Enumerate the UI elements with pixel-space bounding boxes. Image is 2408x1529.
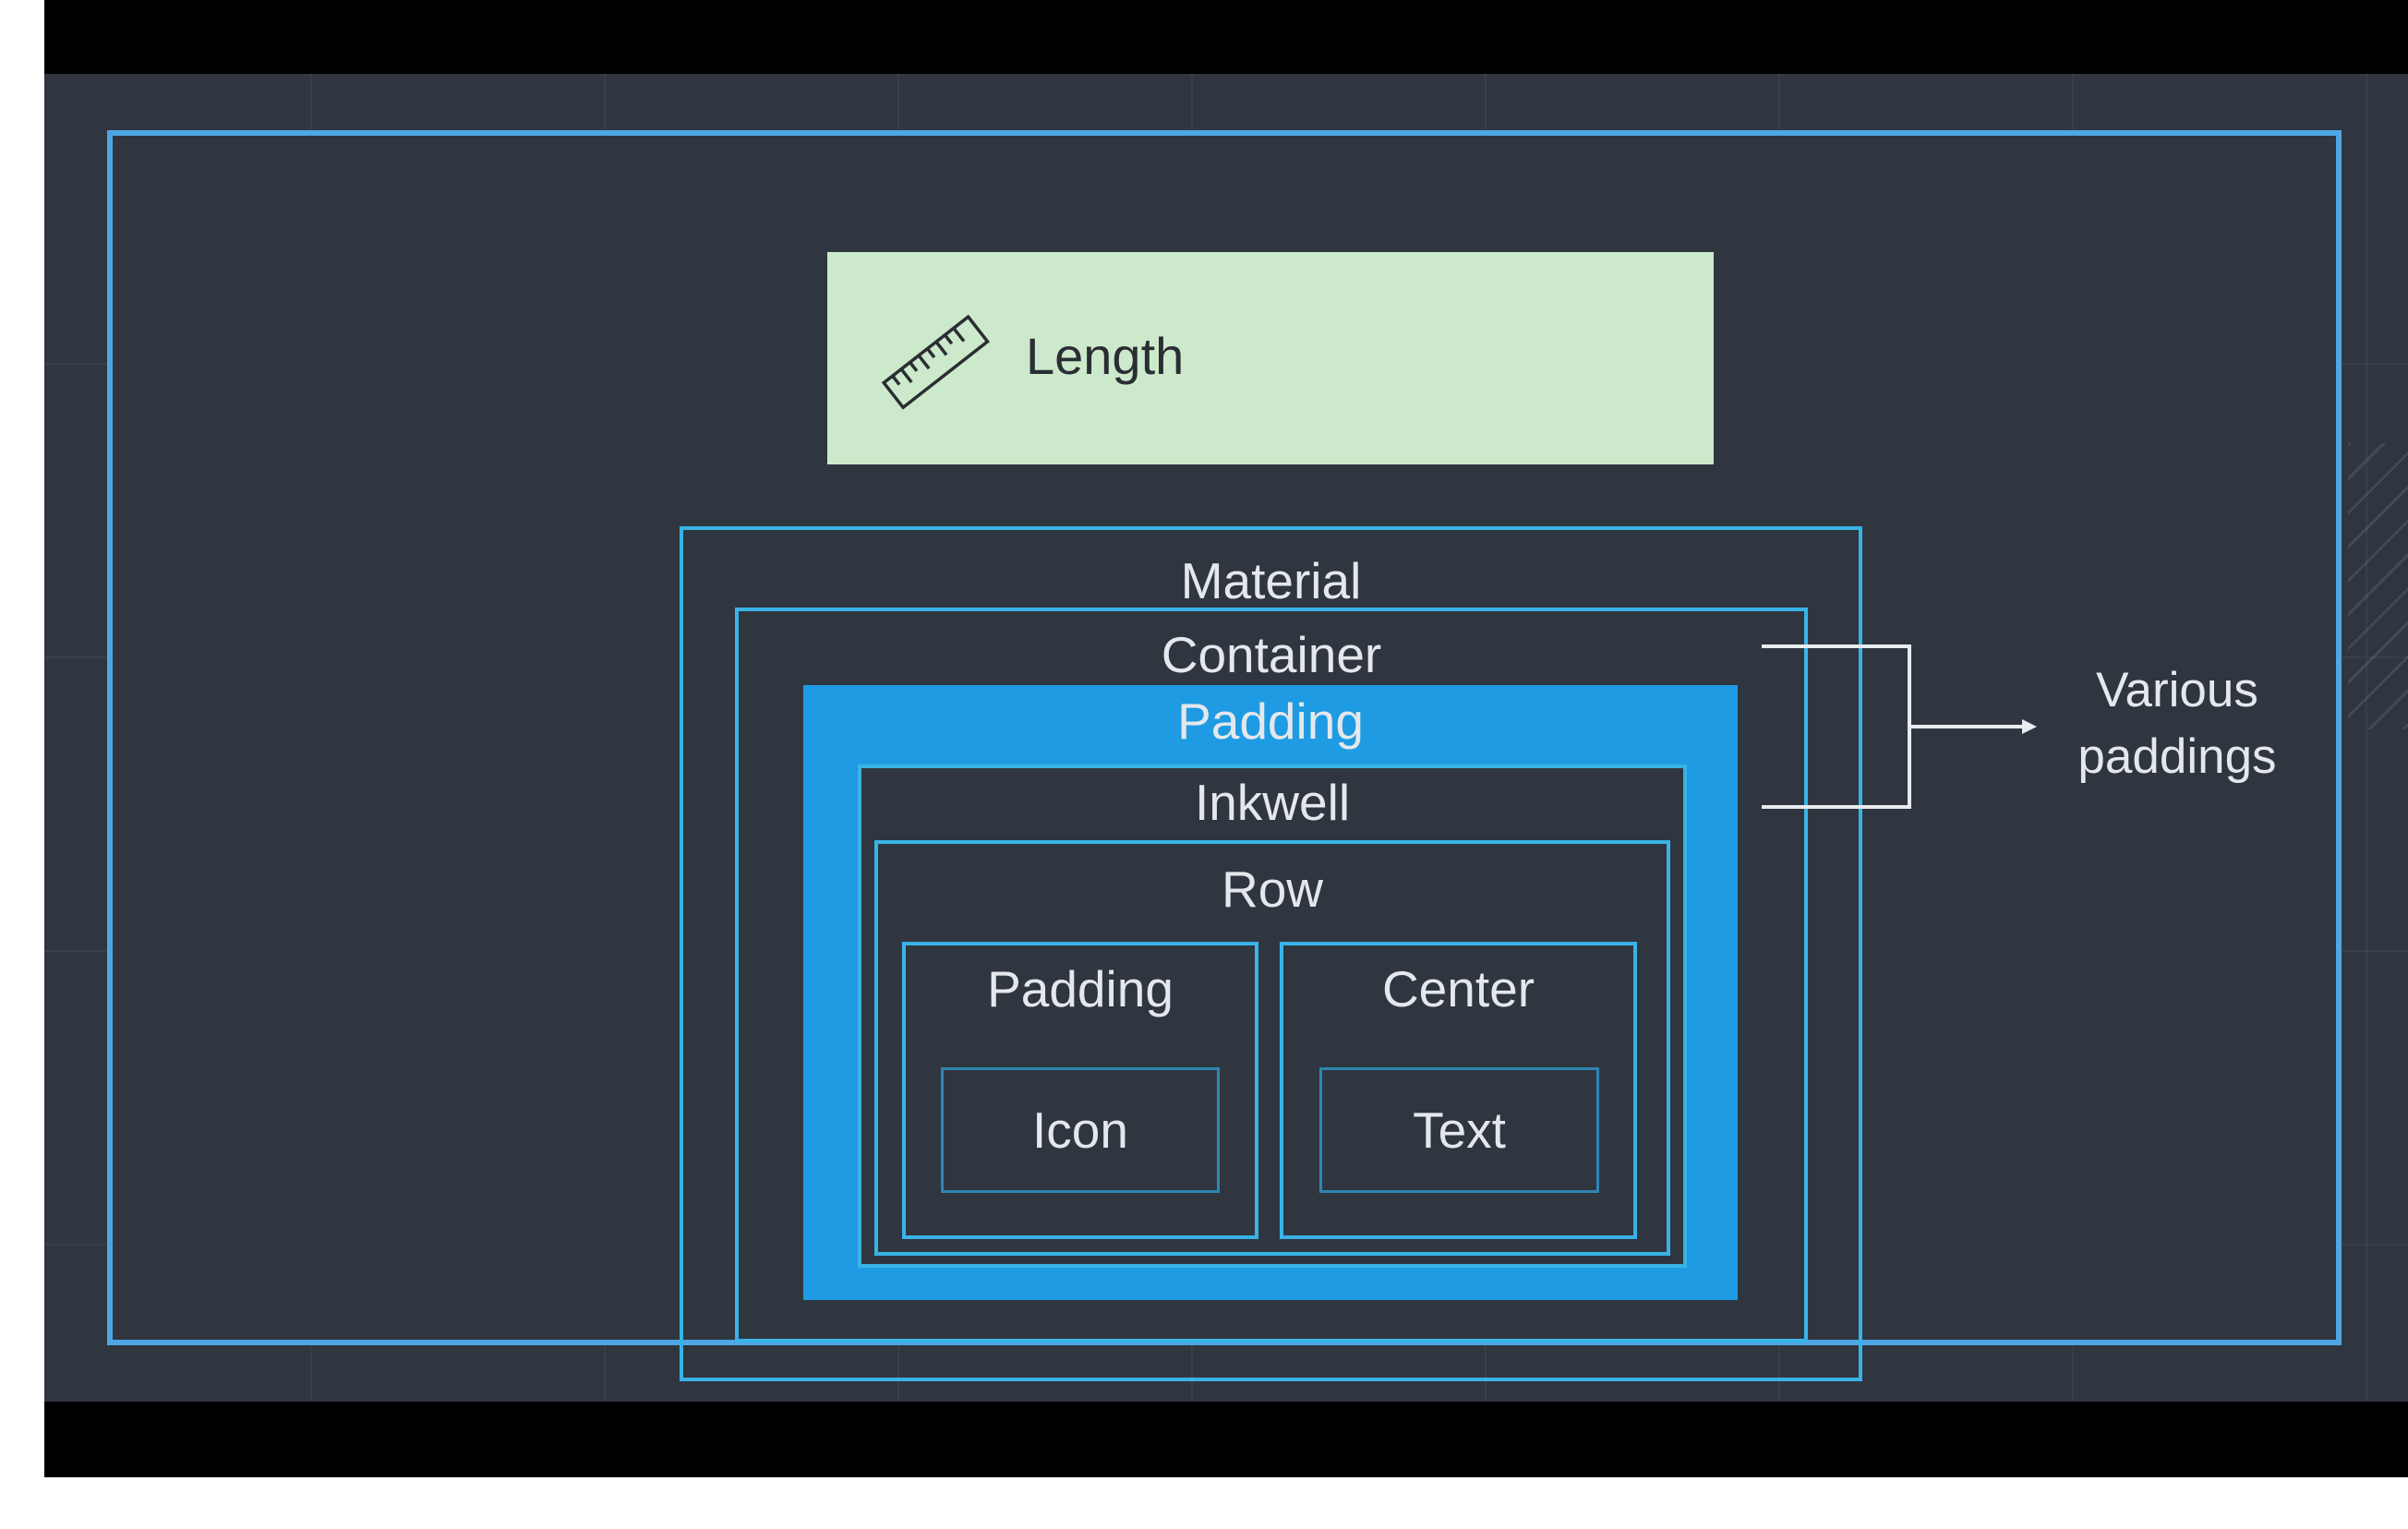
text-box: Text <box>1319 1067 1599 1193</box>
padding-outer-label: Padding <box>1177 692 1364 750</box>
various-paddings-annotation: Various paddings <box>2029 657 2325 790</box>
padding-inner-box: Padding <box>902 942 1258 1239</box>
hatched-edge <box>2348 443 2408 729</box>
length-card: Length <box>827 252 1714 464</box>
annotation-line-2: paddings <box>2077 729 2277 784</box>
center-label: Center <box>1381 960 1535 1017</box>
center-box: Center <box>1280 942 1637 1239</box>
container-box: Container <box>735 608 1808 1342</box>
letterbox-top <box>44 0 2408 74</box>
paddings-bracket-arrow <box>1762 644 2037 809</box>
material-box: Material <box>680 526 1862 1381</box>
material-label: Material <box>1180 552 1362 609</box>
row-box: Row <box>874 840 1670 1256</box>
annotation-line-1: Various <box>2096 663 2258 717</box>
padding-inner-label: Padding <box>987 960 1174 1017</box>
icon-box: Icon <box>941 1067 1220 1193</box>
icon-label: Icon <box>1032 1102 1128 1159</box>
letterbox-bottom <box>44 1402 2408 1477</box>
inkwell-label: Inkwell <box>1194 774 1351 831</box>
container-label: Container <box>1161 626 1382 683</box>
length-label: Length <box>1026 327 1185 385</box>
diagram-stage: Length Material Container Padding Inkwel… <box>44 74 2408 1402</box>
text-label: Text <box>1413 1102 1506 1159</box>
inkwell-box: Inkwell <box>858 764 1687 1268</box>
ruler-icon <box>881 314 991 410</box>
row-label: Row <box>1221 861 1324 918</box>
